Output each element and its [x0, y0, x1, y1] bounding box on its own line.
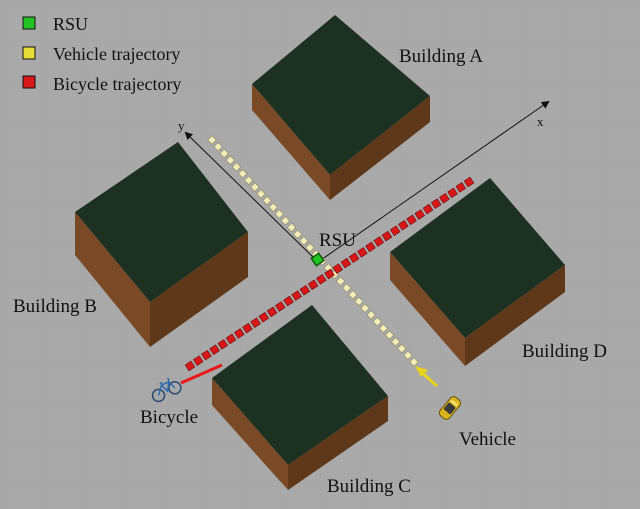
bicycle-trajectory-point: [340, 257, 352, 269]
vehicle-trajectory-point: [262, 195, 272, 206]
bicycle-trajectory-point: [422, 203, 434, 215]
legend-label-vehicle: Vehicle trajectory: [53, 44, 180, 64]
building-b-label: Building B: [13, 296, 97, 317]
vehicle-trajectory-point: [244, 175, 254, 186]
bicycle-heading-line: [180, 363, 223, 385]
bicycle-trajectory-point: [275, 301, 286, 312]
bicycle-trajectory-point: [258, 312, 270, 323]
bicycle-trajectory-point: [381, 230, 393, 242]
rsu-label: RSU: [319, 230, 356, 251]
vehicle-trajectory-point: [286, 222, 297, 233]
vehicle-trajectory-point: [274, 209, 285, 219]
vehicle-trajectory-point: [213, 142, 223, 152]
vehicle-trajectory-point: [348, 290, 358, 300]
car-icon: [438, 396, 462, 420]
bicycle-trajectory-point: [299, 284, 311, 296]
bicycle-icon: [151, 377, 182, 403]
vehicle-trajectory-point: [354, 296, 364, 307]
bicycle-trajectory-point: [430, 198, 442, 209]
building-d: [390, 178, 565, 366]
bicycle-trajectory-point: [373, 236, 384, 247]
vehicle-trajectory-point: [378, 323, 389, 334]
bicycle-trajectory-point: [316, 274, 327, 285]
legend-label-bicycle: Bicycle trajectory: [53, 74, 181, 94]
legend-swatch-vehicle: [22, 46, 36, 60]
x-axis-line: [317, 100, 550, 263]
bicycle-trajectory-point: [324, 268, 335, 280]
bicycle-trajectory-point: [233, 328, 245, 339]
vehicle-trajectory-point: [403, 350, 413, 360]
building-d-label: Building D: [522, 341, 607, 362]
bicycle-trajectory-point: [225, 333, 237, 345]
legend-item-bicycle: Bicycle trajectory: [22, 74, 181, 94]
y-axis-line: [184, 131, 319, 263]
vehicle-trajectory-point: [372, 316, 382, 327]
vehicle-trajectory-point: [299, 236, 309, 246]
bicycle-trajectory-point: [184, 360, 196, 372]
vehicle-trajectory-point: [341, 283, 352, 293]
bicycle-trajectory-point: [192, 355, 204, 366]
legend-item-rsu: RSU: [22, 14, 88, 34]
vehicle-trajectory-point: [225, 155, 236, 165]
vehicle-trajectory-point: [384, 330, 395, 340]
bicycle-trajectory-point: [357, 247, 368, 258]
building-a: [252, 15, 430, 200]
vehicle-trajectory-point: [335, 276, 346, 286]
bicycle-trajectory-point: [250, 317, 261, 328]
rsu-marker: [310, 252, 325, 267]
vehicle-trajectory-point: [366, 310, 376, 320]
vehicle-trajectory-point: [231, 162, 242, 172]
legend-swatch-rsu: [22, 16, 36, 30]
bicycle-trajectory-point: [291, 290, 302, 301]
vehicle-direction-arrow: [415, 366, 438, 388]
bicycle-trajectory-point: [209, 344, 220, 356]
vehicle-trajectory-point: [293, 229, 303, 239]
bicycle-trajectory-point: [242, 322, 253, 334]
building-c-label: Building C: [327, 476, 411, 497]
vehicle-trajectory-point: [250, 182, 260, 192]
bicycle-trajectory-point: [439, 192, 450, 204]
vehicle-label: Vehicle: [459, 429, 516, 450]
vehicle-trajectory-point: [219, 148, 229, 159]
vehicle-trajectory-point: [237, 168, 248, 179]
bicycle-trajectory-point: [332, 263, 343, 274]
vehicle-trajectory-point: [268, 202, 278, 212]
bicycle-trajectory-point: [398, 220, 409, 231]
bicycle-trajectory-point: [365, 241, 376, 253]
legend-item-vehicle: Vehicle trajectory: [22, 44, 180, 64]
bicycle-trajectory-point: [463, 176, 475, 188]
vehicle-trajectory-point: [207, 135, 217, 145]
x-axis-label: x: [537, 114, 544, 129]
bicycle-trajectory-point: [414, 209, 426, 220]
building-b: [75, 142, 248, 347]
y-axis-label: y: [178, 118, 185, 133]
bicycle-trajectory: [184, 176, 475, 372]
bicycle-trajectory-point: [348, 252, 360, 264]
building-a-label: Building A: [399, 46, 483, 67]
vehicle-trajectory-point: [305, 242, 315, 253]
bicycle-trajectory-point: [455, 182, 467, 193]
vehicle-trajectory-point: [280, 216, 291, 226]
bicycle-trajectory-point: [283, 295, 294, 307]
bicycle-trajectory-point: [406, 214, 417, 226]
vehicle-trajectory-point: [397, 343, 407, 354]
vehicle-trajectory-point: [360, 303, 370, 313]
bicycle-label: Bicycle: [140, 407, 198, 428]
legend: RSU Vehicle trajectory Bicycle trajector…: [22, 14, 181, 94]
vehicle-trajectory-point: [409, 357, 419, 367]
building-c: [212, 305, 388, 490]
legend-label-rsu: RSU: [53, 14, 88, 34]
vehicle-trajectory: [207, 135, 419, 367]
bicycle-trajectory-point: [389, 225, 401, 236]
bicycle-trajectory-point: [201, 349, 212, 361]
vehicle-trajectory-point: [256, 189, 266, 199]
vehicle-trajectory-point: [390, 337, 401, 347]
bicycle-trajectory-point: [307, 279, 319, 291]
bicycle-trajectory-point: [266, 306, 278, 318]
bicycle-trajectory-point: [217, 339, 229, 350]
legend-swatch-bicycle: [22, 75, 36, 89]
bicycle-trajectory-point: [447, 187, 458, 199]
